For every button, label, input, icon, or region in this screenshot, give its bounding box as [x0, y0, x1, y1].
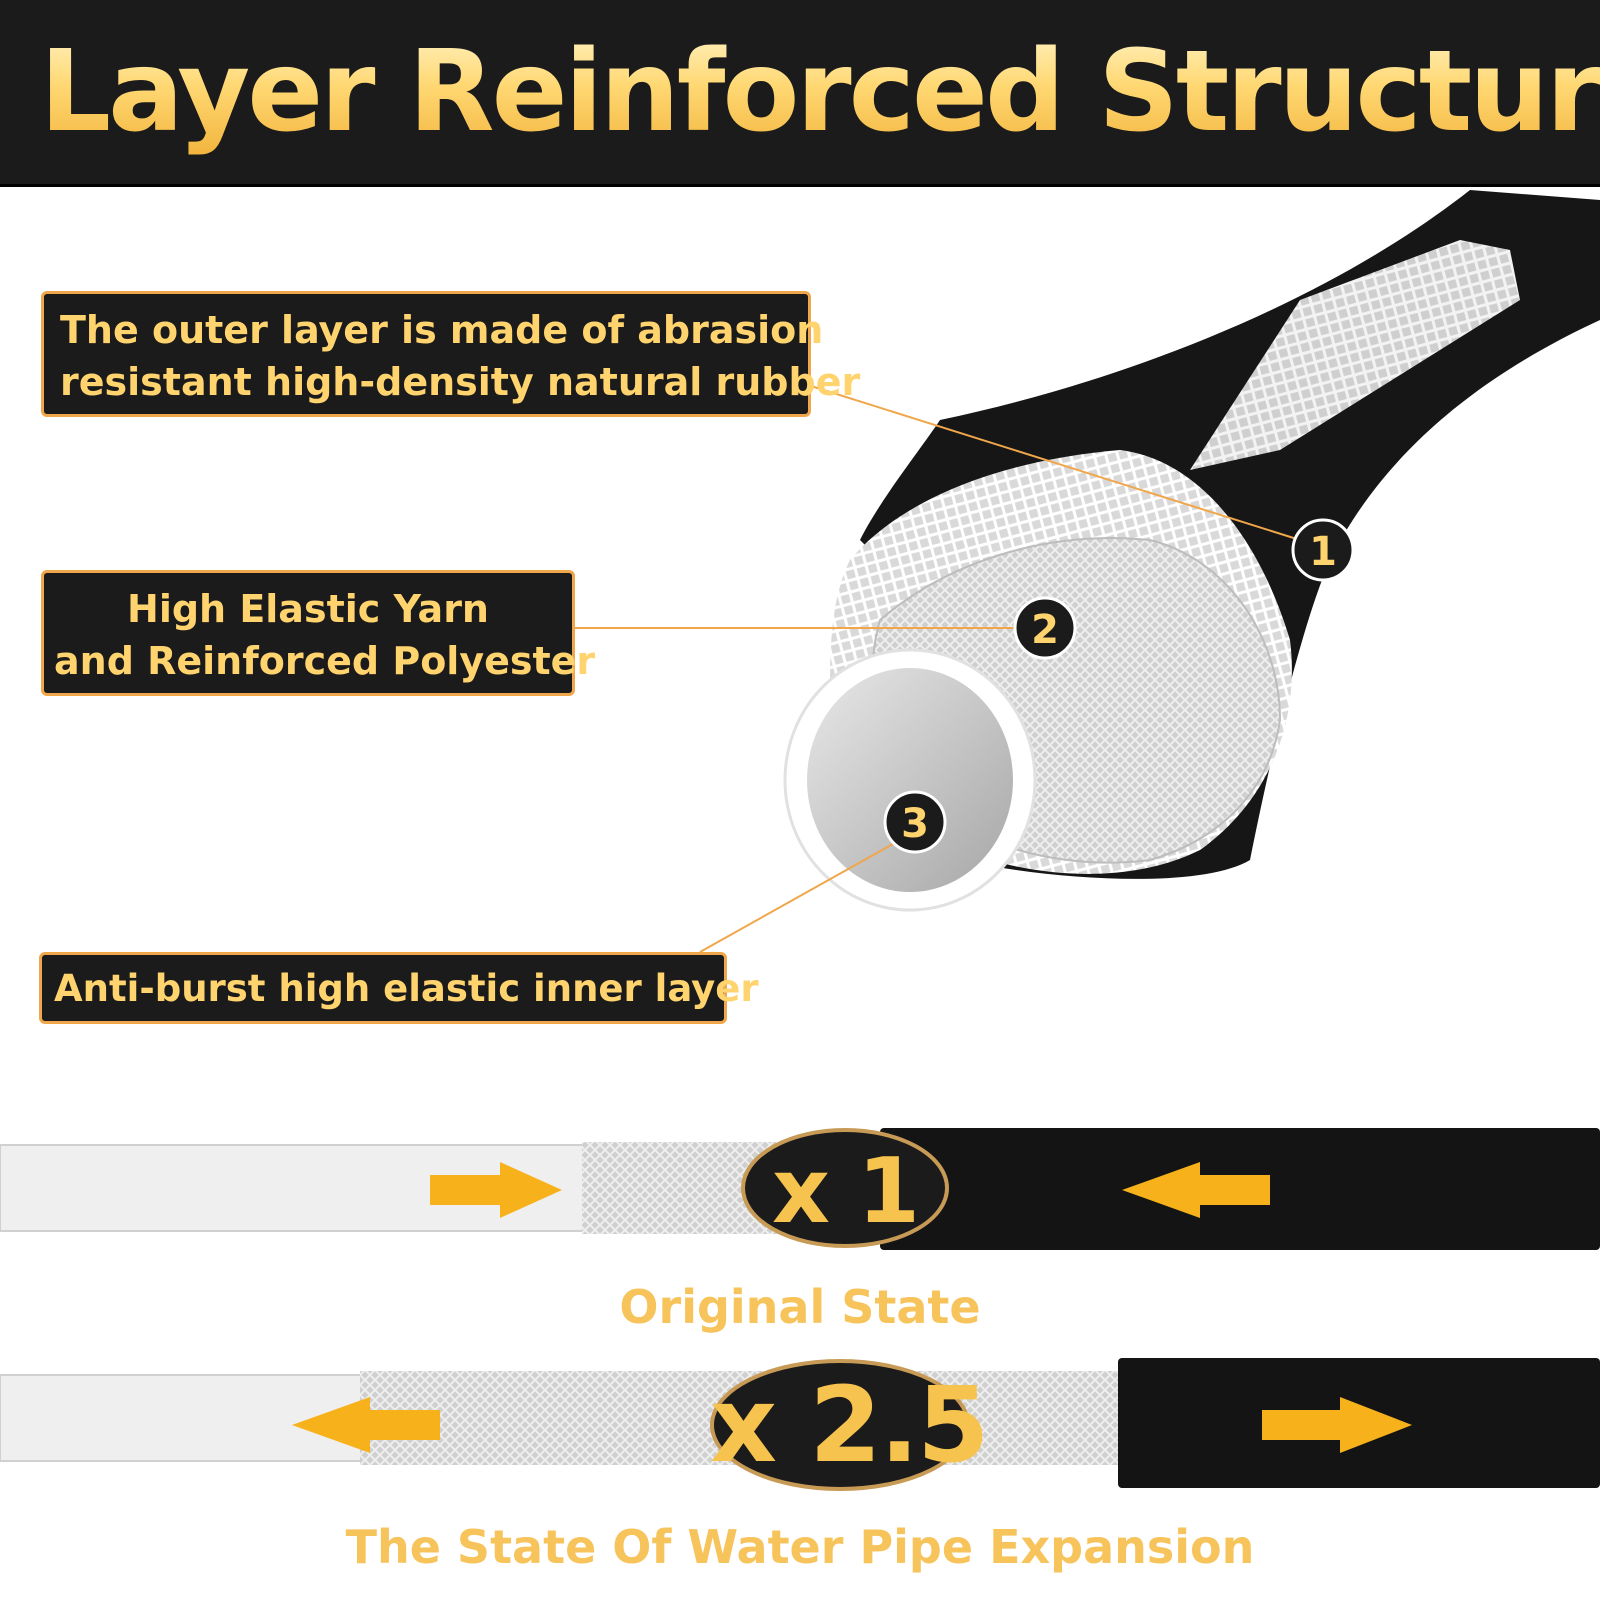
leader-line-3: [699, 839, 901, 953]
callout-inner-layer: Anti-burst high elastic inner layer: [39, 952, 759, 1024]
arrow-right-icon: [430, 1162, 562, 1218]
marker-1: 1: [1291, 518, 1355, 582]
arrow-right-icon: [1262, 1397, 1412, 1453]
callout-middle-line2: and Reinforced Polyester: [54, 639, 596, 683]
svg-text:3: 3: [901, 801, 929, 847]
original-state-hose: [0, 1128, 1600, 1250]
arrow-left-icon: [292, 1397, 440, 1453]
callout-middle-layer: High Elastic Yarn and Reinforced Polyest…: [41, 570, 596, 696]
page-title: 3 Layer Reinforced Structure: [0, 27, 1600, 157]
marker-2: 2: [1013, 596, 1077, 660]
callout-inner-line1: Anti-burst high elastic inner layer: [54, 967, 759, 1010]
expanded-state-hose: [0, 1358, 1600, 1491]
svg-text:1: 1: [1309, 529, 1337, 575]
leader-line-1: [810, 385, 1301, 541]
callout-middle-line1: High Elastic Yarn: [127, 587, 489, 631]
multiplier-badge-2: [710, 1359, 970, 1491]
inner-tube-cavity: [807, 668, 1013, 892]
svg-text:2: 2: [1031, 607, 1059, 653]
page-header: 3 Layer Reinforced Structure: [0, 0, 1600, 187]
outer-layer-slit: [1190, 240, 1520, 470]
original-state-label: Original State: [619, 1280, 981, 1334]
callout-outer-line2: resistant high-density natural rubber: [60, 360, 861, 404]
multiplier-badge-1: [741, 1128, 949, 1248]
callout-outer-layer: The outer layer is made of abrasion resi…: [41, 291, 861, 417]
multiplier-original: x 1: [771, 1139, 920, 1244]
callout-outer-line1: The outer layer is made of abrasion: [60, 308, 824, 352]
arrow-left-icon: [1122, 1162, 1270, 1218]
multiplier-expanded: x 2.5: [710, 1364, 990, 1486]
marker-3: 3: [883, 790, 947, 854]
expansion-state-label: The State Of Water Pipe Expansion: [345, 1520, 1255, 1574]
